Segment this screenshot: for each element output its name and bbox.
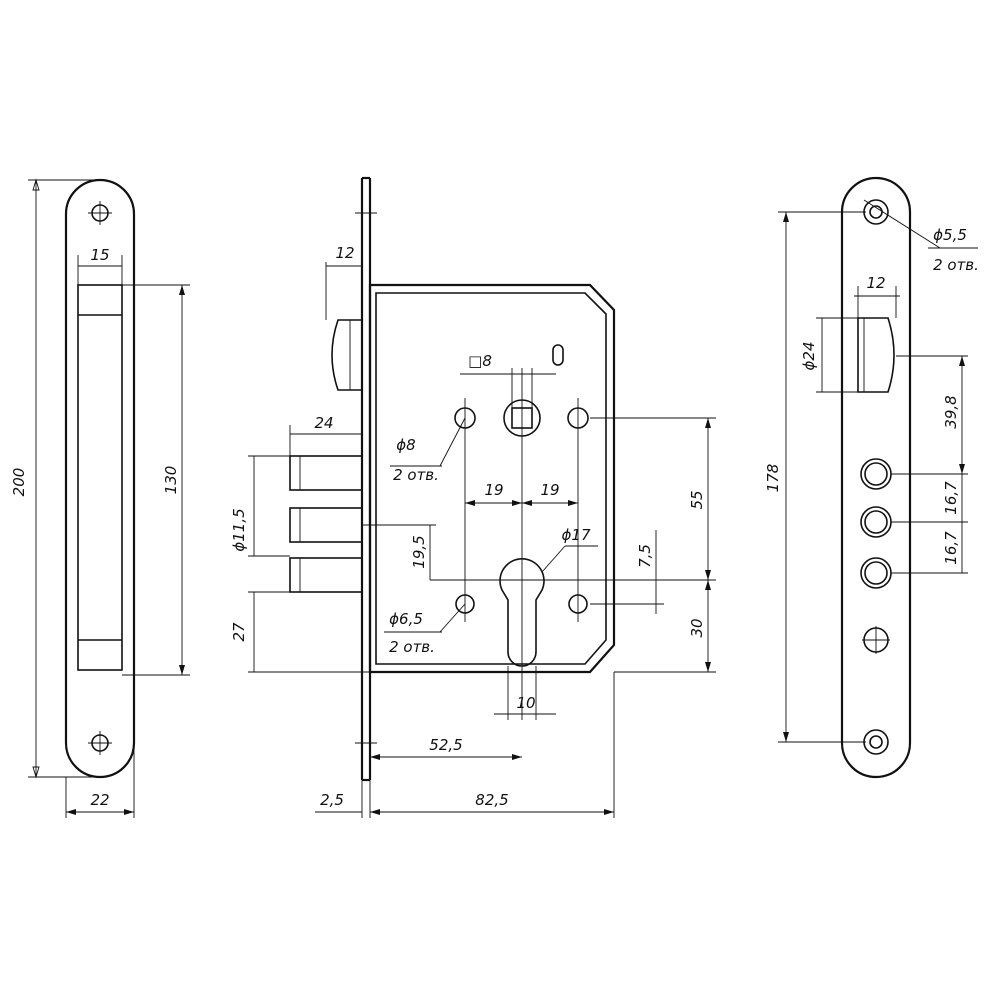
cylinder-cutout-icon	[499, 558, 545, 667]
indicator-slot-icon	[552, 344, 564, 366]
right-faceplate-outline	[840, 176, 912, 779]
dim-bolt-projection: 24	[314, 414, 333, 432]
dim-pin-hole-count: 2 отв.	[393, 466, 439, 484]
dim-cylinder-dia: ϕ17	[562, 526, 591, 544]
dim-screw-dia: ϕ5,5	[933, 226, 967, 244]
deadbolts	[289, 455, 363, 593]
dim-cylinder-to-bottom: 30	[688, 618, 706, 637]
dim-latch-height: ϕ24	[800, 342, 818, 371]
bottom-screw-countersink-icon	[863, 729, 889, 755]
dim-body-width: 82,5	[475, 791, 508, 809]
dim-bolt-spacing: 19,5	[410, 535, 428, 568]
right-faceplate-view: ϕ5,5 2 отв. 12 ϕ24 39,8 16,7 16,7 178	[764, 176, 979, 779]
dim-screw-hole-count: 2 отв.	[389, 638, 435, 656]
dim-cylinder-width: 10	[516, 694, 535, 712]
dim-slot-width: 15	[90, 246, 109, 264]
dim-bolt-bottom-offset: 27	[230, 622, 248, 642]
dim-bolt-pitch-1: 16,7	[942, 481, 960, 515]
dim-backset: 52,5	[429, 736, 462, 754]
dim-pin-hole-dia: ϕ8	[396, 436, 415, 454]
dim-plate-width: 22	[90, 791, 109, 809]
dim-cylinder-offset: 7,5	[636, 544, 654, 568]
dim-latch-to-bolt: 39,8	[942, 395, 960, 428]
dim-plate-height: 200	[10, 468, 28, 497]
top-screw-countersink-icon	[863, 199, 889, 225]
dim-latch-thickness: 12	[335, 244, 354, 262]
dim-center-distance: 55	[688, 490, 706, 509]
left-faceplate-outline	[64, 178, 136, 779]
dim-bolt-pitch-2: 16,7	[942, 531, 960, 565]
latch-window	[857, 317, 895, 393]
dim-hole-spacing-right: 19	[540, 481, 559, 499]
lock-body-view: 12 24 ϕ11,5 27 2,5 82,5 52,5 □8	[230, 176, 716, 818]
dim-screw-hole-dia: ϕ6,5	[389, 610, 423, 628]
dim-bolt-diameter: ϕ11,5	[230, 508, 248, 551]
left-faceplate-slot	[77, 284, 123, 671]
dim-latch-width: 12	[866, 274, 885, 292]
left-faceplate-view: 200 130 15 22	[10, 178, 190, 818]
dim-hole-spacing-left: 19	[484, 481, 503, 499]
latch-bolt	[331, 319, 362, 391]
dim-screw-count: 2 отв.	[933, 256, 979, 274]
dim-faceplate-width: 2,5	[320, 791, 344, 809]
dim-slot-height: 130	[162, 466, 180, 495]
dim-spindle-square: □8	[468, 352, 492, 370]
dim-mount-distance: 178	[764, 464, 782, 493]
